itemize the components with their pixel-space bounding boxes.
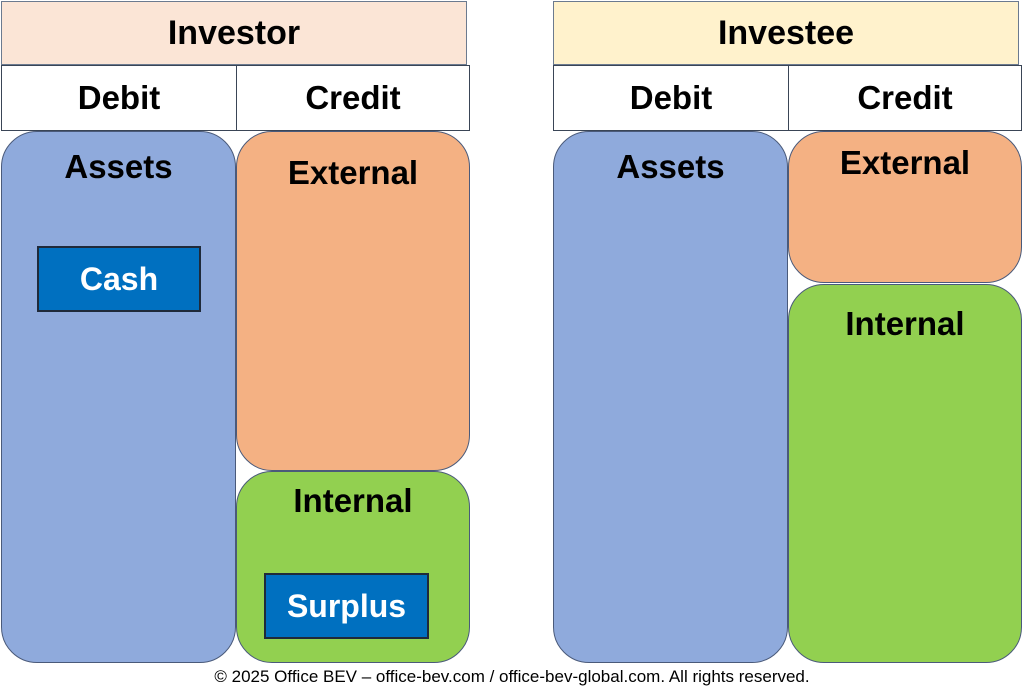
copyright-footer: © 2025 Office BEV – office-bev.com / off… — [214, 667, 810, 686]
investee-external-block: External — [788, 131, 1022, 283]
investee-title: Investee — [553, 1, 1019, 65]
investor-assets-block: Assets Cash — [1, 131, 236, 663]
investor-cash-box: Cash — [37, 246, 201, 312]
investee-assets-label: Assets — [616, 148, 725, 185]
investee-internal-label: Internal — [845, 305, 965, 342]
investor-assets-label: Assets — [64, 148, 173, 185]
investee-debit-header: Debit — [553, 65, 789, 131]
investor-external-label: External — [287, 154, 419, 191]
investee-panel: Investee Debit Credit Assets External In… — [553, 0, 1022, 664]
investor-external-block: External — [236, 131, 470, 471]
investor-debit-header: Debit — [1, 65, 237, 131]
investor-internal-label: Internal — [293, 482, 413, 519]
investor-surplus-box: Surplus — [264, 573, 429, 639]
investor-credit-header: Credit — [236, 65, 470, 131]
investee-internal-block: Internal — [788, 284, 1022, 663]
investor-internal-block: Internal Surplus — [236, 471, 470, 663]
investee-external-label: External — [839, 144, 971, 181]
investee-assets-block: Assets — [553, 131, 788, 663]
investor-panel: Investor Debit Credit Assets Cash Extern… — [1, 0, 470, 664]
investor-title: Investor — [1, 1, 467, 65]
investee-credit-header: Credit — [788, 65, 1022, 131]
